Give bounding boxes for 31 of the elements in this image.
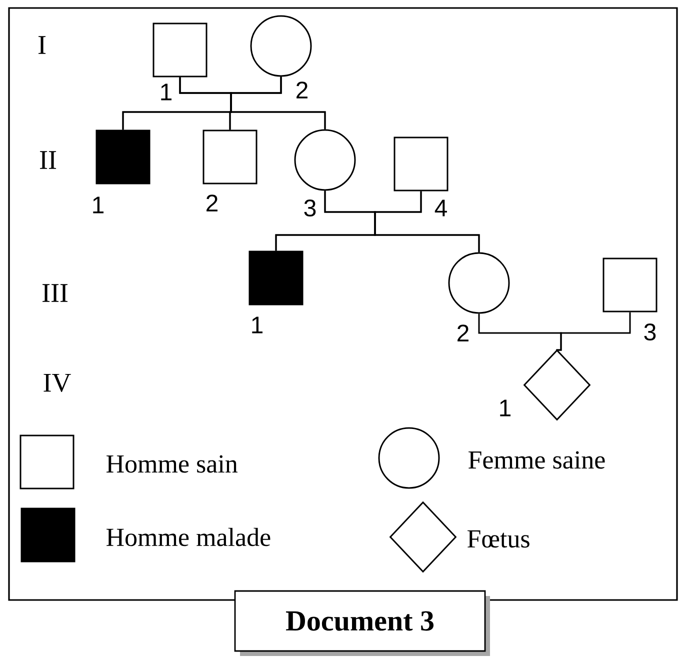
legend-text: Homme malade — [106, 528, 270, 546]
individual-number: 2 — [206, 194, 218, 212]
generation-numeral: II — [40, 151, 56, 169]
square-symbol — [152, 22, 208, 78]
individual-number: 1 — [252, 316, 262, 334]
individual-number: 1 — [161, 84, 172, 100]
filled-square-symbol — [248, 250, 304, 306]
generation-numeral: IV — [44, 374, 71, 392]
filled-square-symbol — [96, 130, 150, 184]
square-symbol — [202, 130, 258, 184]
legend-text: Femme saine — [468, 451, 605, 469]
individual-number: 3 — [304, 200, 316, 216]
individual-number: 2 — [458, 324, 468, 342]
circle-symbol — [448, 252, 510, 314]
individual-number: 2 — [296, 82, 308, 98]
circle-symbol — [250, 15, 312, 77]
generation-numeral: I — [38, 36, 46, 54]
pedigree-line — [374, 191, 480, 252]
circle-symbol — [294, 129, 356, 191]
individual-number: 1 — [500, 400, 510, 416]
legend-text: Fœtus — [468, 530, 530, 548]
generation-numeral: III — [42, 284, 68, 302]
legend-text: Homme sain — [106, 455, 238, 473]
pedigree-line — [230, 76, 326, 130]
square-symbol — [394, 136, 448, 192]
square-symbol — [602, 258, 658, 312]
individual-number: 3 — [644, 324, 656, 340]
caption-box: Document 3 — [234, 590, 490, 656]
individual-number: 4 — [434, 200, 447, 216]
pedigree-line — [556, 312, 631, 351]
individual-number: 1 — [93, 196, 104, 214]
